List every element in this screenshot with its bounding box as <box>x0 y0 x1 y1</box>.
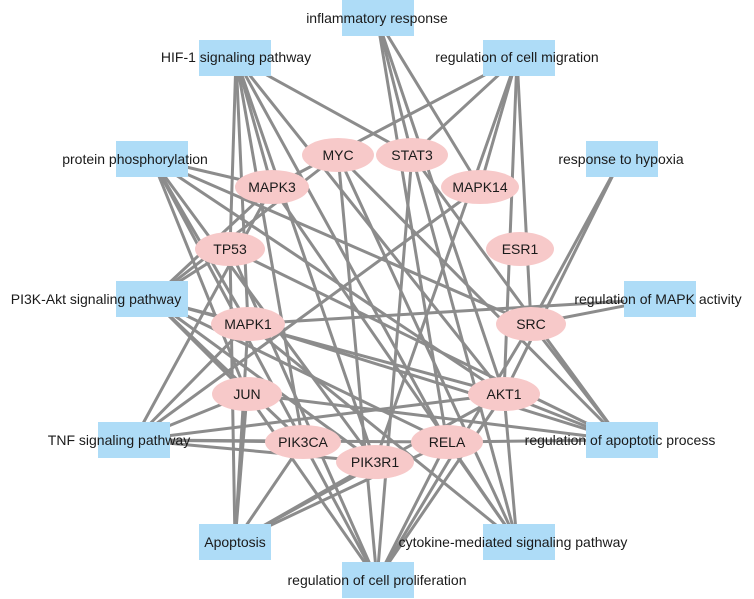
pathway-node-cytokine-signaling: cytokine-mediated signaling pathway <box>399 524 628 560</box>
edge-hypox-akt1 <box>502 157 623 396</box>
edge-pi3k-akt1 <box>150 297 506 396</box>
gene-node-rela: RELA <box>411 425 483 459</box>
edge-hif1-tp53 <box>228 56 238 251</box>
gene-node-pik3r1: PIK3R1 <box>336 445 414 479</box>
edge-apopproc-src <box>529 322 623 442</box>
pathway-node-apoptosis: Apoptosis <box>199 524 271 560</box>
gene-node-mapk3: MAPK3 <box>235 170 309 204</box>
pathway-label: PI3K-Akt signaling pathway <box>11 291 181 307</box>
edge-phos-src <box>150 157 533 326</box>
edge-prolif-jun <box>245 392 379 582</box>
edge-tnf-akt1 <box>132 392 506 442</box>
pathway-node-cell-migration: regulation of cell migration <box>435 40 599 76</box>
edge-cytok-myc <box>336 153 519 544</box>
edge-prolif-akt1 <box>375 392 506 582</box>
pathway-node-hif1-signaling: HIF-1 signaling pathway <box>161 40 311 76</box>
gene-node-tp53: TP53 <box>195 232 265 266</box>
edge-prolif-stat3 <box>375 153 414 582</box>
pathway-label: regulation of MAPK activity <box>574 291 741 307</box>
pathway-label: inflammatory response <box>306 10 448 26</box>
edge-prolif-rela <box>375 440 449 582</box>
gene-label: SRC <box>516 316 546 332</box>
gene-node-jun: JUN <box>212 377 282 411</box>
pathway-nodes: inflammatory response HIF-1 signaling pa… <box>11 0 742 598</box>
pathway-node-apoptotic-process: regulation of apoptotic process <box>525 422 716 458</box>
gene-node-mapk14: MAPK14 <box>441 170 519 204</box>
pathway-label: regulation of apoptotic process <box>525 432 716 448</box>
pathway-node-response-to-hypoxia: response to hypoxia <box>558 141 684 177</box>
edge-prolif-pik3ca <box>301 440 379 582</box>
edge-tnf-mapk14 <box>132 185 482 442</box>
edge-inflam-stat3 <box>375 16 414 157</box>
pathway-label: regulation of cell proliferation <box>288 572 467 588</box>
gene-label: PIK3CA <box>278 434 328 450</box>
pathway-node-tnf-signaling: TNF signaling pathway <box>48 422 190 458</box>
pathway-label: TNF signaling pathway <box>48 432 190 448</box>
gene-node-mapk1: MAPK1 <box>211 307 285 341</box>
gene-node-pik3ca: PIK3CA <box>265 425 341 459</box>
edge-cytok-mapk1 <box>246 322 519 544</box>
edge-migr-akt1 <box>502 56 519 396</box>
gene-nodes: MYC STAT3 MAPK3 MAPK14 TP53 ESR1 MAPK1 <box>195 138 566 479</box>
gene-node-src: SRC <box>496 307 566 341</box>
edge-pi3k-rela <box>150 297 449 444</box>
edge-tnf-mapk1 <box>132 322 250 442</box>
pathway-node-regulation-of-mapk-activity: regulation of MAPK activity <box>574 281 742 317</box>
pathway-node-cell-proliferation: regulation of cell proliferation <box>288 562 467 598</box>
edge-migr-pik3r1 <box>373 56 519 464</box>
edge-apopproc-myc <box>336 153 623 442</box>
edge-apopproc-mapk1 <box>246 322 623 442</box>
gene-label: JUN <box>233 386 260 402</box>
pathway-label: cytokine-mediated signaling pathway <box>399 534 628 550</box>
pathway-label: regulation of cell migration <box>435 49 598 65</box>
pathway-node-pi3k-akt-signaling: PI3K-Akt signaling pathway <box>11 281 188 317</box>
gene-label: PIK3R1 <box>351 454 399 470</box>
edge-inflam-akt1 <box>375 16 506 396</box>
edge-prolif-myc <box>336 153 379 582</box>
gene-node-akt1: AKT1 <box>468 377 540 411</box>
edge-apopproc-stat3 <box>410 153 623 442</box>
edge-hif1-rela <box>234 56 449 444</box>
pathway-label: response to hypoxia <box>558 151 684 167</box>
pathway-label: protein phosphorylation <box>62 151 208 167</box>
edge-cytok-akt1 <box>502 392 519 544</box>
edge-prolif-tp53 <box>228 247 379 582</box>
edge-tnf-mapk3 <box>132 185 274 442</box>
gene-label: MYC <box>322 147 353 163</box>
edge-apoptosis-mapk1 <box>233 322 250 544</box>
edge-cytok-stat3 <box>410 153 519 544</box>
edge-inflam-mapk14 <box>375 16 482 189</box>
gene-node-stat3: STAT3 <box>376 138 448 172</box>
edge-tnf-pik3r1 <box>132 438 377 464</box>
gene-node-esr1: ESR1 <box>486 232 554 266</box>
gene-label: MAPK14 <box>452 179 507 195</box>
edge-migr-src <box>515 56 533 326</box>
gene-label: TP53 <box>213 241 247 257</box>
gene-label: RELA <box>429 434 466 450</box>
edge-pi3k-myc <box>150 153 340 301</box>
gene-label: MAPK3 <box>248 179 296 195</box>
gene-label: ESR1 <box>502 241 539 257</box>
gene-label: MAPK1 <box>224 316 272 332</box>
pathway-node-protein-phosphorylation: protein phosphorylation <box>62 141 208 177</box>
gene-label: AKT1 <box>486 386 521 402</box>
pathway-label: HIF-1 signaling pathway <box>161 49 311 65</box>
gene-node-myc: MYC <box>302 138 374 172</box>
pathway-node-inflammatory-response: inflammatory response <box>306 0 448 36</box>
pathway-label: Apoptosis <box>204 534 265 550</box>
edge-apopproc-jun <box>245 392 623 442</box>
edge-hif1-pik3ca <box>234 56 305 444</box>
gene-label: STAT3 <box>391 147 433 163</box>
